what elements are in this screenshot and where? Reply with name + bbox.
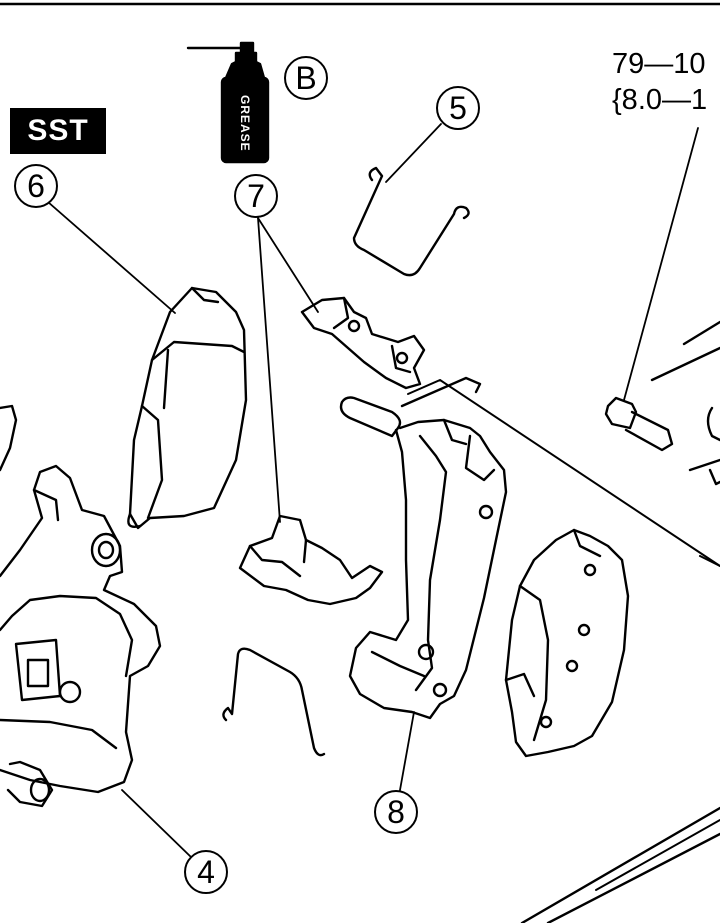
guide-plate-upper: [300, 296, 426, 390]
sst-badge: SST: [10, 108, 106, 154]
brake-pad-outer: [504, 528, 630, 758]
torque-spec-line1: 79—10: [612, 48, 706, 80]
rotor-edge: [407, 379, 720, 567]
anti-rattle-spring-lower: [222, 647, 326, 757]
callout-4: 4: [184, 850, 228, 894]
callout-7: 7: [234, 174, 278, 218]
grease-can-label: GREASE: [227, 90, 263, 156]
callout-b: B: [284, 56, 328, 100]
sst-text: SST: [27, 114, 89, 147]
partial-part-left: [0, 404, 18, 472]
grease-can-icon: [186, 41, 270, 164]
caliper-bracket: [339, 376, 508, 791]
leader-7b: [257, 217, 281, 523]
caliper-body: [0, 464, 193, 859]
knuckle-partial: [650, 320, 720, 486]
leader-7a: [257, 217, 319, 313]
anti-rattle-spring-upper: [352, 123, 470, 277]
brake-pad-inner: [47, 201, 248, 530]
callout-5: 5: [436, 86, 480, 130]
guide-plate-lower: [238, 514, 384, 606]
bottom-line-2: [546, 832, 720, 923]
bottom-line-1: [520, 806, 720, 923]
torque-spec-line2: {8.0—1: [612, 84, 708, 116]
callout-6: 6: [14, 164, 58, 208]
callout-8: 8: [374, 790, 418, 834]
grease-text: GREASE: [238, 94, 252, 152]
mounting-bolt: [604, 127, 699, 452]
bottom-line-3: [595, 819, 720, 891]
